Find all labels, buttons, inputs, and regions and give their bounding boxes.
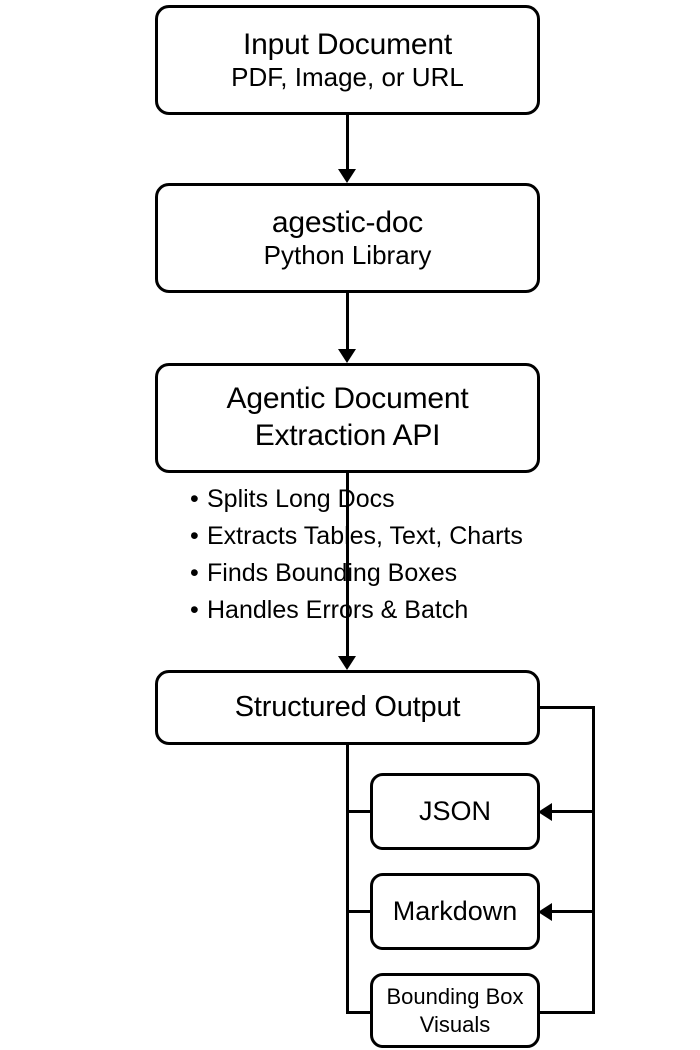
- list-item: • Extracts Tables, Text, Charts: [190, 524, 610, 561]
- node-extraction-api-title: Agentic Document Extraction API: [226, 382, 469, 452]
- node-input-document[interactable]: Input Document PDF, Image, or URL: [155, 5, 540, 115]
- connector-feedback-right-trunk: [592, 706, 595, 1014]
- node-agestic-doc-subtitle: Python Library: [263, 240, 432, 271]
- node-structured-output-title: Structured Output: [234, 691, 461, 724]
- node-agestic-doc-title: agestic-doc: [271, 205, 424, 239]
- connector-feedback-to-markdown-line: [545, 910, 593, 913]
- node-input-document-title: Input Document: [243, 27, 452, 61]
- node-json[interactable]: JSON: [370, 773, 540, 850]
- connector-output-left-trunk: [346, 745, 349, 1014]
- bullet-icon: •: [190, 485, 199, 513]
- connector-input-to-library-line: [346, 115, 349, 169]
- node-bounding-box-visuals[interactable]: Bounding Box Visuals: [370, 973, 540, 1048]
- connector-api-to-output-line: [346, 473, 349, 656]
- node-markdown[interactable]: Markdown: [370, 873, 540, 950]
- list-item: • Splits Long Docs: [190, 487, 610, 524]
- feature-label: Handles Errors & Batch: [207, 596, 469, 624]
- connector-feedback-top-segment: [538, 706, 595, 709]
- bullet-icon: •: [190, 596, 199, 624]
- feature-label: Extracts Tables, Text, Charts: [207, 522, 523, 550]
- connector-api-to-output-arrowhead: [338, 656, 356, 670]
- feature-list: • Splits Long Docs • Extracts Tables, Te…: [190, 487, 610, 635]
- connector-library-to-api-arrowhead: [338, 349, 356, 363]
- connector-output-to-json-stub: [346, 810, 372, 813]
- node-input-document-subtitle: PDF, Image, or URL: [231, 62, 464, 93]
- connector-feedback-bottom-segment: [538, 1011, 595, 1014]
- list-item: • Finds Bounding Boxes: [190, 561, 610, 598]
- connector-feedback-to-json-arrowhead: [538, 803, 552, 821]
- node-agestic-doc[interactable]: agestic-doc Python Library: [155, 183, 540, 293]
- connector-input-to-library-arrowhead: [338, 169, 356, 183]
- node-markdown-title: Markdown: [392, 896, 518, 927]
- node-json-title: JSON: [418, 796, 491, 827]
- connector-feedback-to-markdown-arrowhead: [538, 903, 552, 921]
- bullet-icon: •: [190, 522, 199, 550]
- connector-output-to-bbox-stub: [346, 1011, 372, 1014]
- node-bounding-box-visuals-title: Bounding Box Visuals: [386, 984, 524, 1037]
- feature-label: Finds Bounding Boxes: [207, 559, 458, 587]
- node-extraction-api[interactable]: Agentic Document Extraction API: [155, 363, 540, 473]
- bullet-icon: •: [190, 559, 199, 587]
- node-structured-output[interactable]: Structured Output: [155, 670, 540, 745]
- list-item: • Handles Errors & Batch: [190, 598, 610, 635]
- connector-output-to-markdown-stub: [346, 910, 372, 913]
- feature-label: Splits Long Docs: [207, 485, 395, 513]
- connector-library-to-api-line: [346, 293, 349, 349]
- connector-feedback-to-json-line: [545, 810, 593, 813]
